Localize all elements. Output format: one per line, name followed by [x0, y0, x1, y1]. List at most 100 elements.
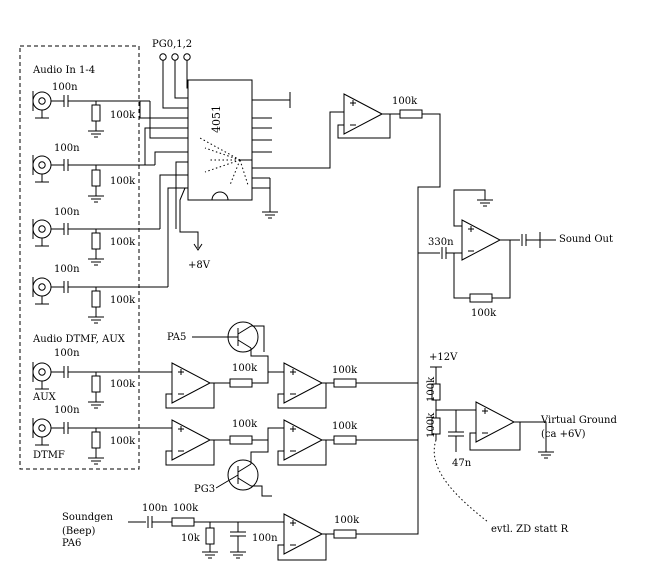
res-value: 10k: [181, 533, 201, 544]
resistor-icon: [333, 529, 357, 539]
cap-value: 100n: [52, 82, 78, 93]
zd-note: evtl. ZD statt R: [491, 524, 569, 535]
ground-icon: [87, 258, 105, 266]
res-value: 100k: [110, 436, 136, 447]
pa5-label: PA5: [167, 332, 186, 343]
cap-value: 100n: [142, 503, 168, 514]
mux-chip-label: 4051: [210, 105, 223, 133]
res-value: 100k: [110, 379, 136, 390]
resistor-icon: [171, 517, 195, 527]
res-value: 100k: [232, 363, 258, 374]
audio-input-4: [32, 276, 168, 324]
resistor-icon: [469, 293, 493, 303]
supply-12v-label: +12V: [429, 352, 458, 363]
resistor-icon: [333, 435, 357, 445]
resistor-icon: [205, 527, 215, 545]
jack-icon: [32, 417, 52, 446]
ground-icon: [87, 130, 105, 138]
mux-4051-chip: [179, 79, 291, 251]
resistor-icon: [91, 232, 101, 250]
opamp-icon: [171, 362, 211, 404]
audio-input-3: [32, 218, 160, 266]
resistor-icon: [229, 378, 253, 388]
soundgen-circuit: [128, 513, 419, 561]
res-value: 100k: [173, 503, 199, 514]
opamp-icon: [283, 419, 323, 461]
opamp-icon: [343, 93, 383, 135]
virtual-ground-circuit: [430, 366, 555, 523]
audio-input-1: [32, 90, 150, 138]
res-value: 100k: [332, 365, 358, 376]
capacitor-icon: [147, 515, 153, 529]
res-value: 100k: [392, 96, 418, 107]
resistor-icon: [91, 169, 101, 187]
opamp-icon: [475, 401, 515, 443]
res-value: 100k: [110, 237, 136, 248]
supply-8v-label: +8V: [188, 260, 211, 271]
capacitor-icon: [521, 233, 527, 247]
cap-value: 47n: [452, 458, 472, 469]
jack-icon: [32, 154, 52, 183]
res-value: 100k: [232, 419, 258, 430]
pg-terminals: [159, 53, 191, 109]
terminal-icon: [183, 53, 191, 61]
output-buffer-opamp: [337, 93, 441, 530]
resistor-icon: [229, 435, 253, 445]
res-value: 100k: [471, 308, 497, 319]
opamp-icon: [283, 513, 323, 555]
res-value: 100k: [332, 421, 358, 432]
res-value: 100k: [110, 110, 136, 121]
terminal-icon: [171, 53, 179, 61]
ground-icon: [261, 211, 279, 219]
aux-input: [32, 361, 172, 409]
sound-out-label: Sound Out: [559, 234, 613, 245]
ground-icon: [201, 551, 219, 559]
sound-out-amplifier: [418, 189, 556, 303]
virtual-ground-note: (ca +6V): [541, 429, 586, 440]
ground-icon: [87, 457, 105, 465]
capacitor-icon: [441, 246, 447, 260]
ground-icon: [476, 199, 494, 207]
res-value: 100k: [334, 515, 360, 526]
capacitor-icon: [63, 158, 69, 172]
cap-value: 100n: [54, 348, 80, 359]
resistor-icon: [91, 104, 101, 122]
audio-input-2: [32, 154, 155, 203]
opamp-icon: [283, 362, 323, 404]
ground-icon: [229, 551, 247, 559]
dtmf-buffer-chain: [165, 419, 418, 497]
pg-inputs-label: PG0,1,2: [152, 39, 192, 50]
beep-label: (Beep): [62, 526, 95, 537]
ground-icon: [87, 401, 105, 409]
ground-icon: [537, 451, 555, 459]
audio-dtmf-aux-label: Audio DTMF, AUX: [32, 334, 126, 345]
soundgen-label: Soundgen: [62, 512, 113, 523]
cap-value: 330n: [428, 237, 454, 248]
jack-icon: [32, 276, 52, 305]
ground-icon: [87, 195, 105, 203]
resistor-icon: [91, 290, 101, 308]
virtual-ground-label: Virtual Ground: [540, 415, 617, 426]
cap-value: 100n: [54, 405, 80, 416]
cap-value: 100n: [54, 207, 80, 218]
cap-value: 100n: [54, 143, 80, 154]
aux-buffer-chain: [165, 321, 418, 409]
opamp-icon: [461, 219, 501, 261]
mux-input-wiring: [139, 101, 188, 287]
audio-in-label: Audio In 1-4: [32, 65, 95, 76]
resistor-icon: [91, 431, 101, 449]
input-section-box: [19, 45, 140, 470]
jack-icon: [32, 218, 52, 247]
jack-icon: [32, 361, 52, 390]
opamp-icon: [171, 419, 211, 461]
pa6-label: PA6: [62, 538, 81, 549]
pg3-label: PG3: [194, 484, 215, 495]
terminal-icon: [159, 53, 167, 61]
jack-icon: [32, 90, 52, 119]
resistor-icon: [399, 109, 423, 119]
capacitor-icon: [63, 94, 69, 108]
cap-value: 100n: [54, 264, 80, 275]
resistor-icon: [333, 378, 357, 388]
dtmf-label: DTMF: [33, 450, 65, 461]
